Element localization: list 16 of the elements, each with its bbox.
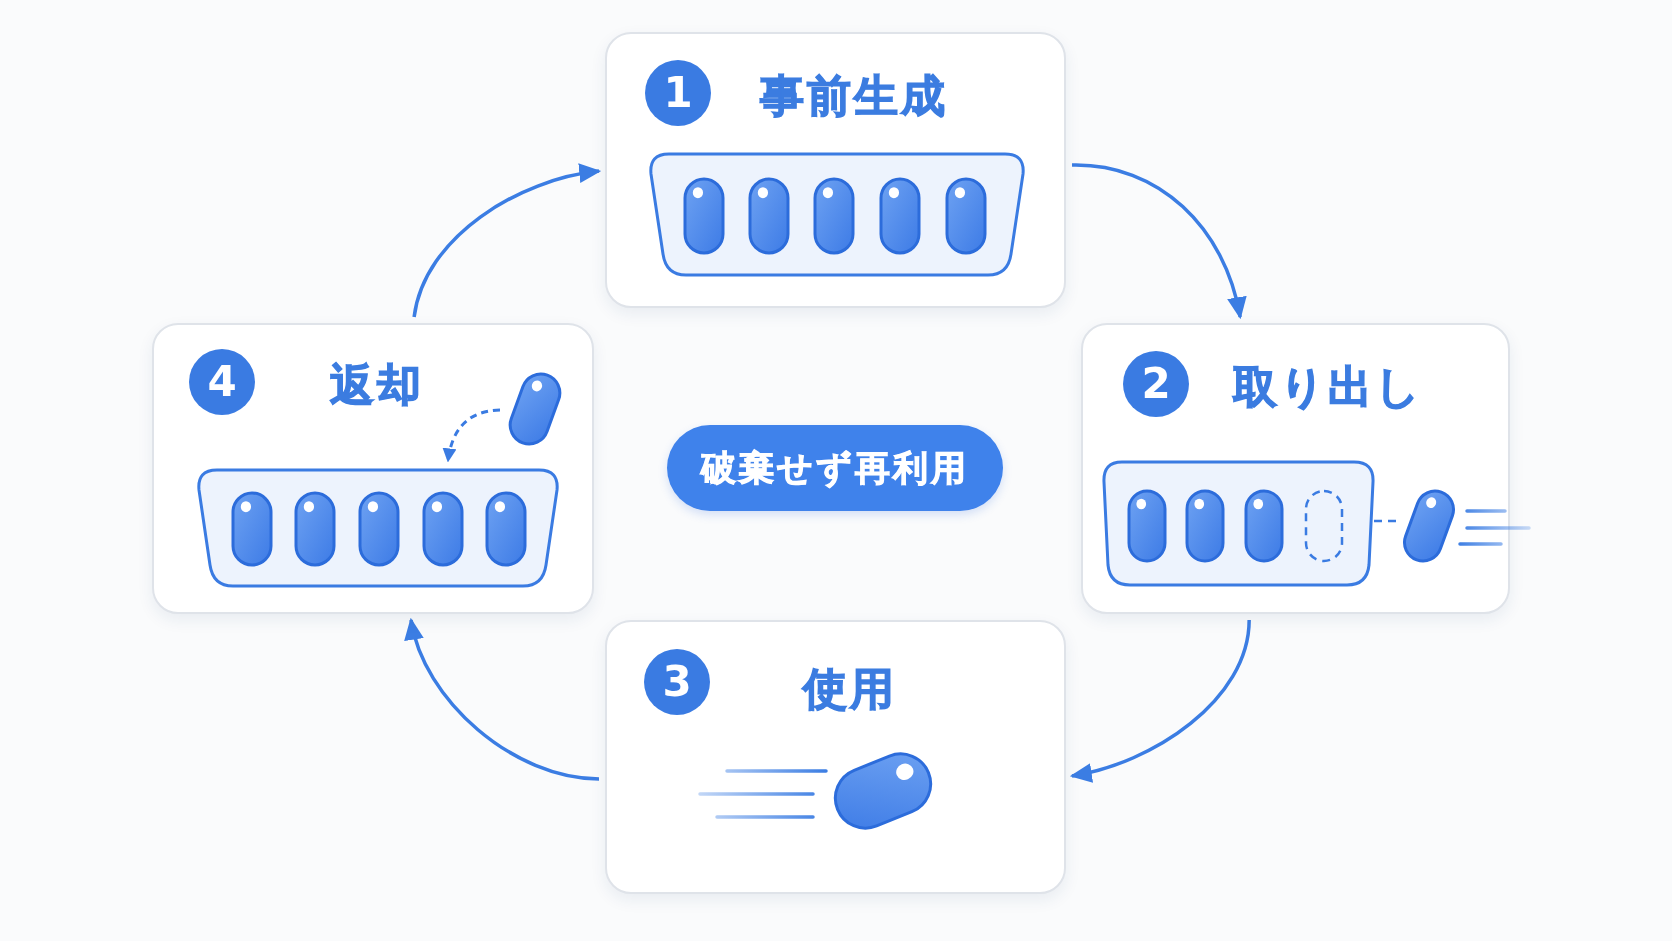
cycle-arrow	[405, 617, 600, 781]
step-title: 取り出し	[1233, 362, 1423, 412]
step-number: 3	[644, 649, 710, 715]
cycle-arrow	[412, 164, 602, 318]
reuse-banner: 破棄せず再利用	[667, 425, 1003, 511]
step-title: 使用	[803, 664, 897, 714]
step-title: 事前生成	[760, 71, 948, 121]
cycle-arrow	[1069, 619, 1251, 782]
step-card	[605, 620, 1066, 894]
step-number: 1	[645, 60, 711, 126]
step-card	[605, 32, 1066, 308]
cycle-arrow	[1071, 163, 1246, 320]
step-number: 4	[189, 349, 255, 415]
step-title: 返却	[330, 360, 424, 410]
step-card	[152, 323, 594, 614]
step-number: 2	[1123, 351, 1189, 417]
